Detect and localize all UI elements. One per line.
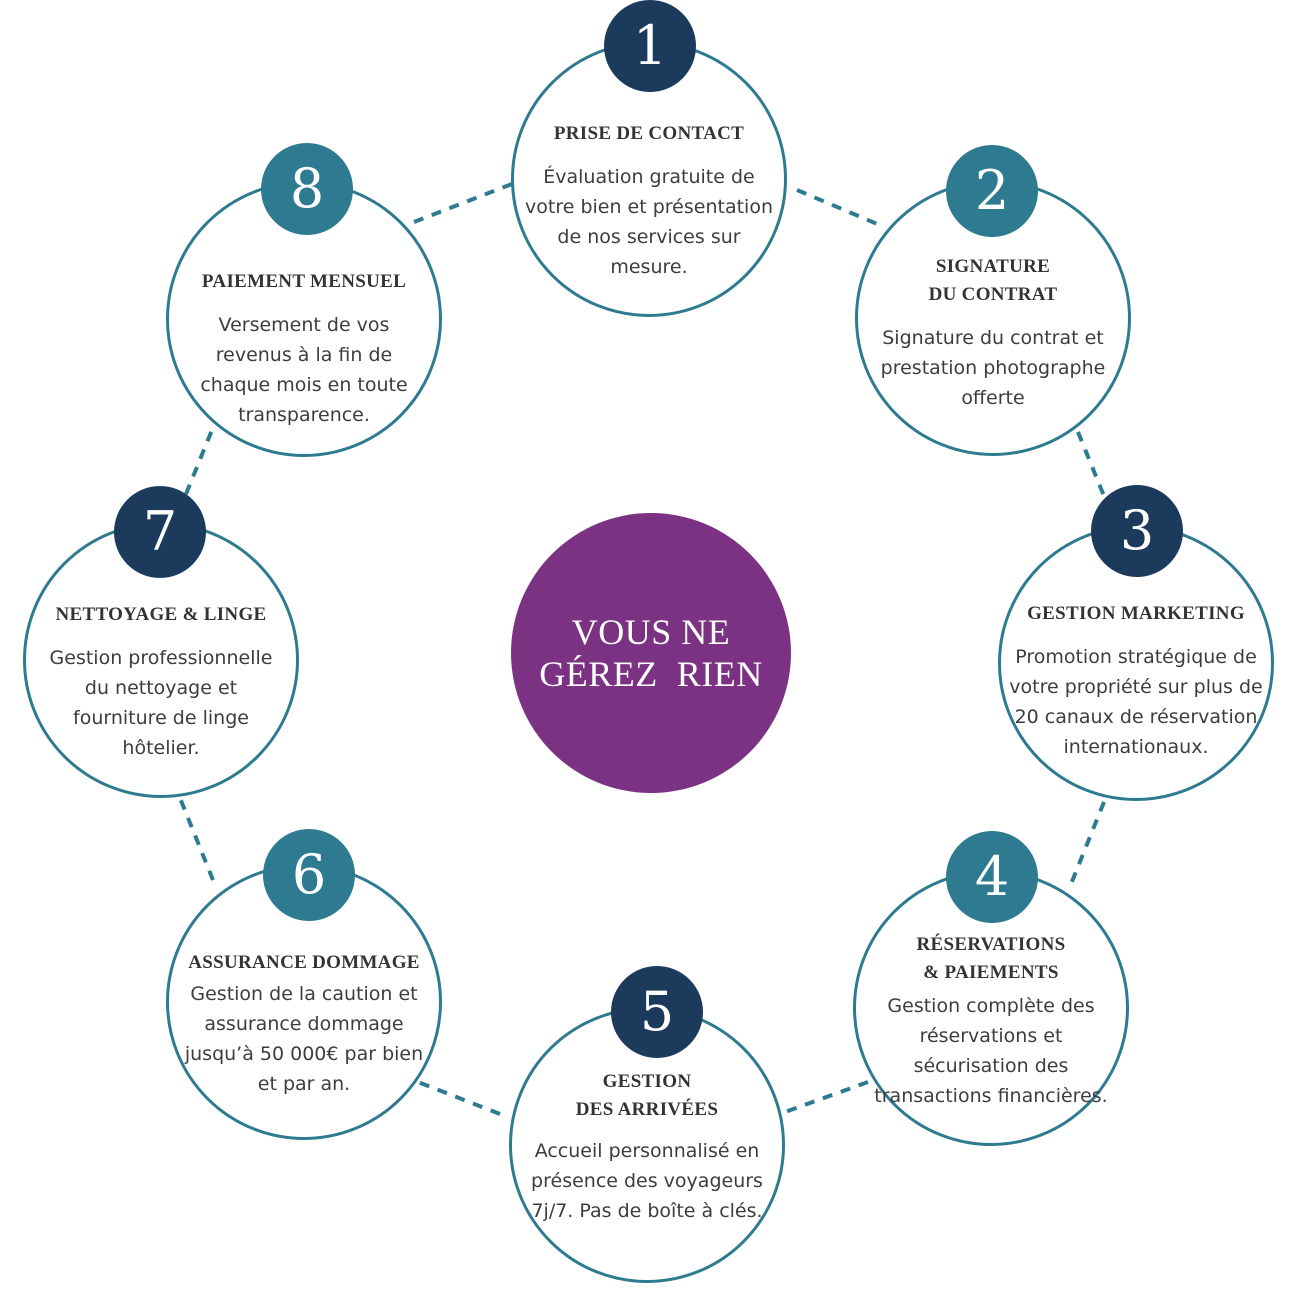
step-3-number-badge: 3 [1091, 485, 1183, 577]
step-8-number-badge: 8 [261, 143, 353, 235]
step-6-number-badge: 6 [263, 829, 355, 921]
step-3-title: GESTION MARKETING [1027, 603, 1245, 624]
step-6-title: ASSURANCE DOMMAGE [188, 952, 420, 973]
step-6-description: Gestion de la caution et assurance domma… [184, 983, 424, 1095]
connector-1-2 [796, 188, 883, 228]
connector-3-4 [1069, 801, 1106, 885]
step-4-description: Gestion complète des réservations et séc… [874, 995, 1108, 1107]
step-1-description: Évaluation gratuite de votre bien et pré… [525, 166, 773, 278]
step-5-number-badge: 5 [611, 966, 703, 1058]
step-1-number-badge: 1 [604, 0, 696, 92]
connector-4-5 [784, 1080, 869, 1114]
step-7-title: NETTOYAGE & LINGE [55, 604, 267, 625]
step-4-title: RÉSERVATIONS & PAIEMENTS [916, 934, 1066, 983]
step-1-title: PRISE DE CONTACT [553, 123, 745, 144]
connector-8-1 [413, 182, 513, 224]
connector-7-8 [184, 429, 214, 495]
center-text: VOUS NE GÉREZ RIEN [539, 612, 763, 694]
step-4-number-badge: 4 [946, 831, 1038, 923]
connector-5-6 [417, 1080, 501, 1116]
step-5-description: Accueil personnalisé en présence des voy… [531, 1140, 763, 1222]
step-6: ASSURANCE DOMMAGE Gestion de la caution … [166, 864, 442, 1140]
step-7-description: Gestion professionnelle du nettoyage et … [49, 647, 273, 759]
step-2-title: SIGNATURE DU CONTRAT [928, 256, 1058, 305]
step-5-title: GESTION DES ARRIVÉES [575, 1071, 719, 1120]
step-3: GESTION MARKETING Promotion stratégique … [998, 525, 1274, 801]
step-1: PRISE DE CONTACT Évaluation gratuite de … [511, 41, 787, 317]
step-2-description: Signature du contrat et prestation photo… [880, 327, 1106, 409]
center-circle: VOUS NE GÉREZ RIEN [511, 513, 791, 793]
connector-2-3 [1076, 431, 1106, 497]
step-8-title: PAIEMENT MENSUEL [201, 271, 407, 292]
connector-6-7 [178, 797, 215, 881]
step-8-description: Versement de vos revenus à la fin de cha… [200, 314, 408, 426]
step-2-number-badge: 2 [946, 145, 1038, 237]
step-3-description: Promotion stratégique de votre propriété… [1009, 646, 1263, 758]
step-7-number-badge: 7 [114, 486, 206, 578]
